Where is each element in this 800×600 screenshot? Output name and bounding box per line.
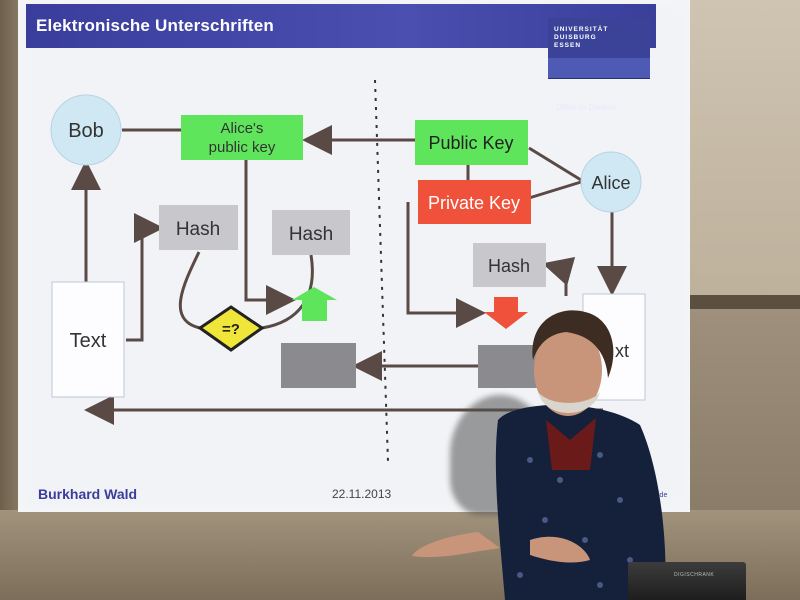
logo-bar: Offen im Denken [548,58,650,112]
text-label-right: xt [615,341,629,361]
alice-label: Alice [591,173,630,193]
alice-private-link [528,180,582,200]
bob-label: Bob [68,120,104,142]
speaker-left-hand [412,532,500,558]
private-key-box [418,180,531,224]
alice-public-key-box [181,115,303,160]
hash-label-right: Hash [488,256,530,276]
text-label-left: Text [70,330,107,352]
hash-box-left [159,205,238,250]
alice-public-link [528,146,582,182]
hash-to-compare-curve [178,251,201,330]
logo-text: UNIVERSITÄT DUISBURG ESSEN [554,26,609,49]
text-to-hash-arrow [126,213,164,342]
private-key-to-sign-arrow [406,202,486,328]
hash-box-mid [272,210,350,255]
speaker-face [534,324,602,416]
podium-label: DIGISCHRANK [674,572,715,578]
university-logo: UNIVERSITÄT DUISBURG ESSEN Offen im Denk… [548,18,650,112]
hash-label-left: Hash [176,219,220,240]
logo-slogan: Offen im Denken [556,103,617,112]
red-down-arrow [484,297,528,329]
public-key-label: Public Key [428,133,513,153]
speaker-right-hand [530,536,590,563]
shirt-pattern [517,452,633,588]
public-key-box [415,120,528,165]
bob-circle [50,94,122,166]
speaker-hair [532,310,614,378]
key-to-verify-arrow [244,160,296,315]
text-to-hash-right-arrow [542,256,576,296]
signature-box-left [281,343,356,388]
wall-beam [690,295,800,309]
compare-label: =? [222,321,240,338]
dotted-divider [374,79,389,463]
footer-author: Burkhard Wald [38,486,138,502]
text-box-left [51,281,125,398]
compare-diamond [197,305,265,352]
signature-diagram: Bob Alice's public key Public Key Privat… [50,79,646,463]
speaker-inner-shirt [546,418,596,470]
footer-date: 22.11.2013 [332,487,392,501]
green-up-arrow [292,287,337,321]
slide-title: Elektronische Unterschriften [36,16,274,35]
podium: DIGISCHRANK [628,562,746,600]
hash-box-right [473,243,546,287]
speaker-beard [538,392,600,413]
alice-circle [580,151,642,213]
alice-public-key-label-1: Alice's [221,120,264,137]
private-key-label: Private Key [428,193,520,213]
hash-label-mid: Hash [289,224,333,245]
alice-public-key-label-2: public key [209,139,276,156]
footer-tail: ide [658,492,668,499]
